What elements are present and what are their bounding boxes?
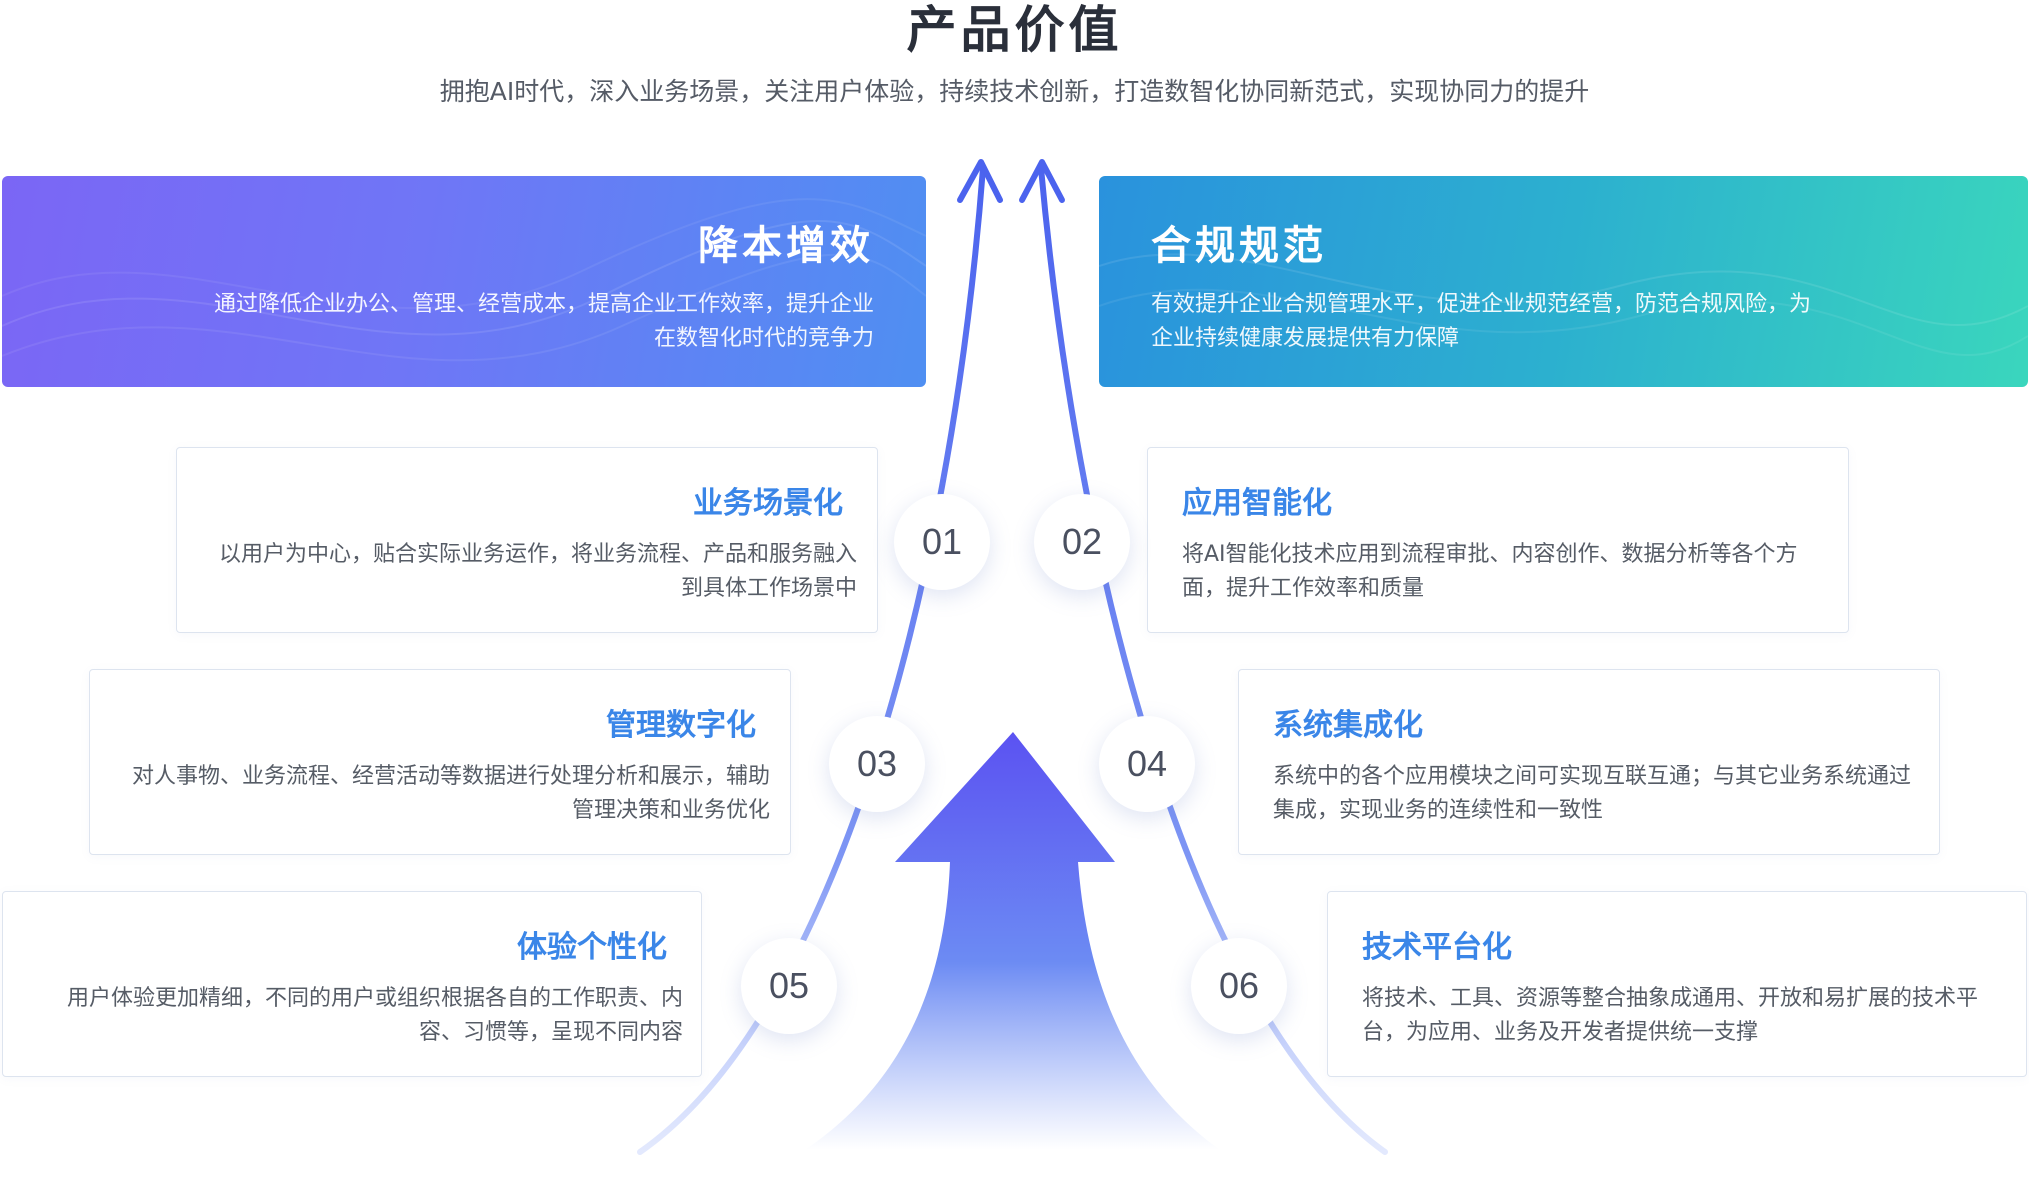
card-title: 体验个性化 bbox=[517, 930, 667, 965]
step-number-badge: 01 bbox=[894, 494, 990, 590]
card-management-digitization: 管理数字化 对人事物、业务流程、经营活动等数据进行处理分析和展示，辅助管理决策和… bbox=[89, 669, 791, 855]
card-description: 将技术、工具、资源等整合抽象成通用、开放和易扩展的技术平台，为应用、业务及开发者… bbox=[1362, 986, 1979, 1045]
card-personalized-experience: 体验个性化 用户体验更加精细，不同的用户或组织根据各自的工作职责、内容、习惯等，… bbox=[2, 891, 702, 1077]
card-description: 对人事物、业务流程、经营活动等数据进行处理分析和展示，辅助管理决策和业务优化 bbox=[131, 764, 770, 823]
banner-title: 合规规范 bbox=[1151, 223, 1327, 269]
card-title: 系统集成化 bbox=[1273, 708, 1423, 743]
step-number-badge: 02 bbox=[1034, 494, 1130, 590]
left-arrowhead-icon bbox=[957, 159, 1003, 203]
card-title: 技术平台化 bbox=[1362, 930, 1512, 965]
card-technology-platform: 技术平台化 将技术、工具、资源等整合抽象成通用、开放和易扩展的技术平台，为应用、… bbox=[1327, 891, 2027, 1077]
banner-description: 有效提升企业合规管理水平，促进企业规范经营，防范合规风险，为企业持续健康发展提供… bbox=[1151, 292, 1812, 351]
card-description: 以用户为中心，贴合实际业务运作，将业务流程、产品和服务融入到具体工作场景中 bbox=[218, 542, 857, 601]
step-number-badge: 05 bbox=[741, 938, 837, 1034]
banner-title: 降本增效 bbox=[698, 223, 874, 269]
card-application-intelligence: 应用智能化 将AI智能化技术应用到流程审批、内容创作、数据分析等各个方面，提升工… bbox=[1147, 447, 1849, 633]
banner-compliance: 合规规范 有效提升企业合规管理水平，促进企业规范经营，防范合规风险，为企业持续健… bbox=[1099, 176, 2028, 387]
card-description: 用户体验更加精细，不同的用户或组织根据各自的工作职责、内容、习惯等，呈现不同内容 bbox=[66, 986, 683, 1045]
card-title: 应用智能化 bbox=[1182, 486, 1332, 521]
card-title: 管理数字化 bbox=[606, 708, 756, 743]
page-title: 产品价值 bbox=[906, 1, 1123, 59]
page-subtitle: 拥抱AI时代，深入业务场景，关注用户体验，持续技术创新，打造数智化协同新范式，实… bbox=[439, 77, 1590, 106]
step-number-badge: 04 bbox=[1099, 716, 1195, 812]
card-business-scenario: 业务场景化 以用户为中心，贴合实际业务运作，将业务流程、产品和服务融入到具体工作… bbox=[176, 447, 878, 633]
card-description: 将AI智能化技术应用到流程审批、内容创作、数据分析等各个方面，提升工作效率和质量 bbox=[1182, 542, 1798, 601]
step-number-badge: 03 bbox=[829, 716, 925, 812]
right-arrowhead-icon bbox=[1019, 159, 1065, 203]
card-description: 系统中的各个应用模块之间可实现互联互通；与其它业务系统通过集成，实现业务的连续性… bbox=[1273, 764, 1912, 823]
step-number-badge: 06 bbox=[1191, 938, 1287, 1034]
banner-cost-reduction: 降本增效 通过降低企业办公、管理、经营成本，提高企业工作效率，提升企业在数智化时… bbox=[2, 176, 926, 387]
card-title: 业务场景化 bbox=[693, 486, 843, 521]
center-growth-arrow-icon bbox=[805, 732, 1220, 1150]
card-system-integration: 系统集成化 系统中的各个应用模块之间可实现互联互通；与其它业务系统通过集成，实现… bbox=[1238, 669, 1940, 855]
banner-description: 通过降低企业办公、管理、经营成本，提高企业工作效率，提升企业在数智化时代的竞争力 bbox=[214, 292, 875, 351]
